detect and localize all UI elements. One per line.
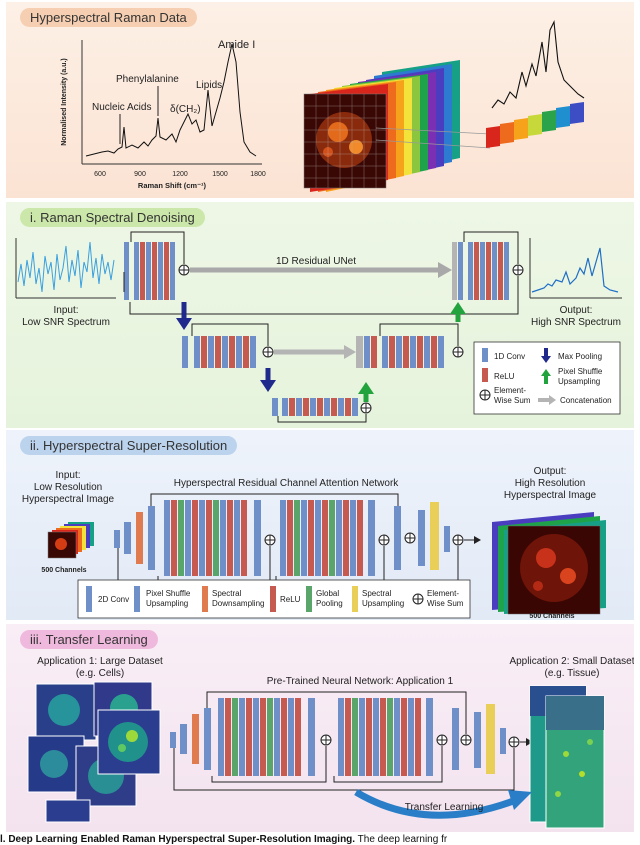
high-res-cube — [492, 512, 606, 615]
unet-level-1-encoder — [124, 231, 190, 300]
denoising-figure: Input: Low SNR Spectrum Output: High SNR… — [15, 231, 622, 423]
cell-images-stack — [27, 681, 161, 823]
legend-concat: Concatenation — [560, 396, 612, 405]
transfer-learning-arrow: Transfer Learning — [354, 788, 532, 819]
x-tick: 1200 — [172, 171, 188, 178]
legend-su-2: Upsampling — [362, 599, 404, 608]
unet-level-1-decoder — [452, 231, 524, 300]
network-label: 1D Residual UNet — [276, 256, 356, 267]
network-label: Pre-Trained Neural Network: Application … — [267, 676, 454, 687]
legend-relu: ReLU — [494, 372, 515, 381]
x-tick: 1800 — [250, 171, 266, 178]
legend-conv: 1D Conv — [494, 352, 525, 361]
legend-ew-2: Wise Sum — [427, 599, 464, 608]
input-label-2: Low Resolution — [34, 482, 102, 493]
legend-conv2d: 2D Conv — [98, 595, 129, 604]
x-tick: 900 — [134, 171, 146, 178]
pretrained-network — [170, 691, 533, 791]
legend-su-1: Spectral — [362, 589, 392, 598]
pixel-spectrum — [486, 20, 585, 148]
unet-level-3 — [272, 398, 372, 423]
legend-sum-1: Element- — [494, 386, 526, 395]
legend-shuffle-2: Upsampling — [558, 377, 600, 386]
spectrum-plot: 600 900 1200 1500 1800 Raman Shift (cm⁻¹… — [61, 39, 266, 190]
spectrum-line — [85, 43, 257, 157]
legend-sum-2: Wise Sum — [494, 396, 531, 405]
output-label: Output: — [560, 305, 593, 316]
residual-group-1 — [157, 500, 276, 583]
app2-label-sub: (e.g. Tissue) — [544, 668, 599, 679]
legend-sd-2: Downsampling — [212, 599, 264, 608]
rcan-network — [114, 493, 481, 589]
input-spectrum: Input: Low SNR Spectrum — [15, 238, 116, 328]
app2-label: Application 2: Small Dataset — [509, 656, 634, 667]
panel-denoising: i. Raman Spectral Denoising Input: Low S… — [6, 202, 634, 428]
sr-legend: 2D Conv Pixel Shuffle Upsampling Spectra… — [77, 579, 471, 619]
peak-label-ch2: δ(CH₂) — [170, 104, 201, 115]
panel-raman-data: Hyperspectral Raman Data 600 900 1200 15… — [6, 2, 634, 198]
legend-ew-1: Element- — [427, 589, 459, 598]
hyperspectral-cube — [303, 60, 491, 192]
legend-gp-2: Pooling — [316, 599, 343, 608]
panel-title: Hyperspectral Raman Data — [20, 8, 197, 27]
caption-text: The deep learning fr — [355, 834, 448, 845]
peak-label-nucleic-acids: Nucleic Acids — [92, 102, 151, 113]
legend-pool: Max Pooling — [558, 352, 602, 361]
legend-relu: ReLU — [280, 595, 301, 604]
unet-level-2-encoder — [182, 323, 274, 368]
caption-bold: l. Deep Learning Enabled Raman Hyperspec… — [0, 834, 356, 845]
panel-transfer-learning: iii. Transfer Learning Application 1: La… — [6, 624, 634, 832]
output-label-3: Hyperspectral Image — [504, 490, 597, 501]
x-tick: 600 — [94, 171, 106, 178]
peak-label-lipids: Lipids — [196, 80, 222, 91]
output-label: Output: — [534, 466, 567, 477]
low-res-cube — [47, 522, 94, 559]
figure-caption: l. Deep Learning Enabled Raman Hyperspec… — [0, 834, 640, 845]
raman-data-figure: 600 900 1200 1500 1800 Raman Shift (cm⁻¹… — [61, 20, 585, 192]
legend-ps-1: Pixel Shuffle — [146, 589, 191, 598]
unet-level-2-decoder — [356, 323, 464, 368]
input-label: Input: — [55, 470, 80, 481]
network-label: Hyperspectral Residual Channel Attention… — [174, 478, 400, 489]
app1-label-sub: (e.g. Cells) — [76, 668, 124, 679]
denoising-legend: 1D Conv ReLU Element- Wise Sum Max Pooli… — [473, 341, 621, 415]
panel-title: iii. Transfer Learning — [20, 630, 158, 649]
legend-shuffle-1: Pixel Shuffle — [558, 367, 603, 376]
x-tick: 1500 — [212, 171, 228, 178]
panel-super-resolution: ii. Hyperspectral Super-Resolution Input… — [6, 430, 634, 620]
legend-gp-1: Global — [316, 589, 339, 598]
output-channels: 500 Channels — [529, 613, 574, 620]
input-label-3: Hyperspectral Image — [22, 494, 115, 505]
x-ticks: 600 900 1200 1500 1800 — [94, 171, 266, 178]
output-spectrum: Output: High SNR Spectrum — [529, 238, 622, 328]
legend-ps-2: Upsampling — [146, 599, 188, 608]
input-label-sub: Low SNR Spectrum — [22, 317, 110, 328]
app1-label: Application 1: Large Dataset — [37, 656, 163, 667]
output-label-2: High Resolution — [515, 478, 586, 489]
input-label: Input: — [53, 305, 78, 316]
transfer-label: Transfer Learning — [405, 802, 484, 813]
transfer-learning-figure: Application 1: Large Dataset (e.g. Cells… — [27, 656, 634, 829]
super-resolution-figure: Input: Low Resolution Hyperspectral Imag… — [22, 466, 606, 620]
x-axis-label: Raman Shift (cm⁻¹) — [138, 181, 207, 190]
peak-label-phenylalanine: Phenylalanine — [116, 74, 179, 85]
input-channels: 500 Channels — [41, 567, 86, 574]
panel-title: ii. Hyperspectral Super-Resolution — [20, 436, 238, 455]
peak-label-amide: Amide I — [218, 39, 255, 51]
legend-sd-1: Spectral — [212, 589, 242, 598]
output-label-sub: High SNR Spectrum — [531, 317, 621, 328]
tissue-images-stack — [529, 685, 605, 829]
residual-group-2 — [275, 500, 390, 583]
panel-title: i. Raman Spectral Denoising — [20, 208, 205, 227]
y-axis-label: Normalised Intensity (a.u.) — [61, 58, 68, 146]
